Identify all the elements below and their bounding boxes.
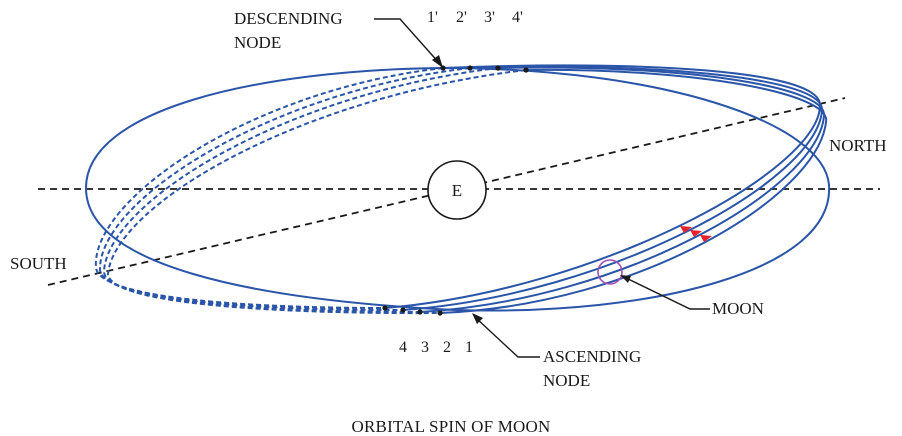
descending-node-dot-4 bbox=[523, 67, 529, 73]
descending-tick-2: 2' bbox=[456, 9, 467, 26]
descending-tick-1: 1' bbox=[427, 9, 438, 26]
direction-arrows bbox=[680, 226, 712, 242]
ascending-node-label-line1: ASCENDING bbox=[543, 347, 641, 366]
south-label: SOUTH bbox=[10, 254, 67, 273]
descending-node-label-line2: NODE bbox=[234, 33, 281, 52]
ascending-node-dot-3 bbox=[400, 307, 406, 313]
descending-node-leader-arrowhead bbox=[432, 55, 443, 68]
descending-node-dot-2 bbox=[467, 65, 473, 71]
descending-tick-3: 3' bbox=[484, 9, 495, 26]
descending-node-leader bbox=[374, 18, 441, 65]
moon-leader bbox=[621, 275, 710, 310]
direction-arrow-3 bbox=[700, 235, 712, 242]
descending-tick-4: 4' bbox=[512, 9, 523, 26]
ascending-tick-2: 2 bbox=[443, 339, 451, 356]
ascending-node-dots bbox=[382, 305, 443, 316]
earth-label: E bbox=[452, 181, 462, 200]
moon-circle bbox=[597, 259, 623, 285]
earth-circle bbox=[427, 160, 487, 220]
ascending-node-dot-1 bbox=[437, 310, 443, 316]
ascending-tick-1: 1 bbox=[465, 339, 473, 356]
descending-node-dot-3 bbox=[495, 65, 501, 71]
ascending-node-label-line2: NODE bbox=[543, 371, 590, 390]
moon-leader-arrowhead bbox=[620, 275, 631, 283]
diagram-caption: ORBITAL SPIN OF MOON bbox=[352, 417, 551, 436]
north-label: NORTH bbox=[829, 136, 887, 155]
ascending-node-leader-arrowhead bbox=[472, 313, 483, 324]
ascending-node-dot-2 bbox=[417, 309, 423, 315]
reference-orbit bbox=[84, 66, 831, 312]
descending-tick-labels: 1' 2' 3' 4' bbox=[427, 9, 523, 26]
direction-arrow-2 bbox=[690, 230, 702, 237]
inclined-orbits-front bbox=[384, 64, 828, 314]
ascending-tick-3: 3 bbox=[421, 339, 429, 356]
descending-node-dots bbox=[440, 65, 529, 73]
ascending-node-leader bbox=[475, 317, 540, 358]
ascending-tick-4: 4 bbox=[399, 339, 407, 356]
ascending-node-dot-4 bbox=[382, 305, 388, 311]
descending-node-label-line1: DESCENDING bbox=[234, 9, 343, 28]
direction-arrow-1 bbox=[680, 226, 692, 233]
ascending-tick-labels: 4 3 2 1 bbox=[399, 339, 473, 356]
inclined-orbits-back bbox=[94, 67, 527, 315]
moon-label: MOON bbox=[712, 299, 764, 318]
